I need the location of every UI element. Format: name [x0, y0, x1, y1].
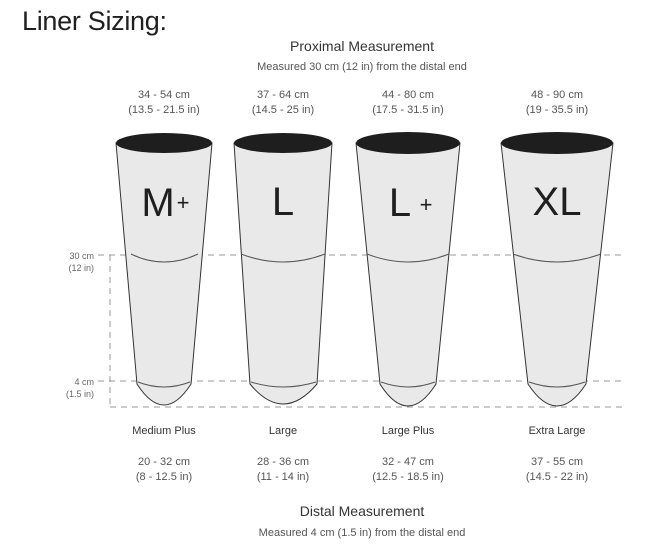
scale-upper-in: (12 in): [68, 263, 94, 273]
upper-measure-line: [130, 253, 199, 263]
lower-measure-line: [528, 381, 586, 388]
distal-in: (12.5 - 18.5 in): [372, 471, 444, 483]
size-name-m-plus: Medium Plus: [132, 425, 196, 437]
distal-cm: 32 - 47 cm: [382, 456, 434, 468]
proximal-in: (19 - 35.5 in): [525, 104, 589, 116]
liner-body: [500, 142, 614, 407]
size-name-l: Large: [268, 425, 298, 437]
distal-cm: 37 - 55 cm: [531, 456, 583, 468]
size-letter: M: [141, 181, 174, 225]
proximal-cm: 48 - 90 cm: [531, 89, 583, 101]
distal-in: (8 - 12.5 in): [135, 471, 193, 483]
liner-l: L: [233, 133, 333, 405]
proximal-cm: 37 - 64 cm: [257, 89, 309, 101]
lower-measure-line: [380, 381, 436, 388]
distal-measurement-l: 28 - 36 cm (11 - 14 in): [257, 455, 309, 485]
scale-lower-in: (1.5 in): [65, 389, 94, 399]
scale-upper-cm: 30 cm: [69, 251, 94, 261]
proximal-measurement-l-plus: 44 - 80 cm (17.5 - 31.5 in): [372, 88, 444, 118]
proximal-measurement-xl: 48 - 90 cm (19 - 35.5 in): [526, 88, 588, 118]
liner-opening: [501, 132, 613, 154]
distal-in: (14.5 - 22 in): [525, 471, 589, 483]
proximal-subheading: Measured 30 cm (12 in) from the distal e…: [257, 61, 467, 73]
size-letter: L: [389, 181, 411, 225]
liner-m-plus: M +: [115, 133, 213, 406]
lower-measure-line: [137, 381, 191, 388]
distal-measurement-xl: 37 - 55 cm (14.5 - 22 in): [526, 455, 588, 485]
size-suffix: +: [420, 192, 433, 217]
upper-measure-line: [512, 253, 602, 263]
size-letter: L: [272, 180, 294, 224]
scale-guides: [98, 254, 624, 408]
liner-body: [115, 142, 213, 406]
distal-measurement-l-plus: 32 - 47 cm (12.5 - 18.5 in): [372, 455, 444, 485]
proximal-cm: 34 - 54 cm: [138, 89, 190, 101]
upper-measure-line: [240, 253, 326, 263]
proximal-in: (13.5 - 21.5 in): [128, 104, 200, 116]
proximal-measurement-l: 37 - 64 cm (14.5 - 25 in): [252, 88, 314, 118]
liner-l-plus: L +: [355, 132, 461, 407]
liner-opening: [234, 133, 332, 153]
proximal-in: (14.5 - 25 in): [251, 104, 315, 116]
distal-cm: 20 - 32 cm: [138, 456, 190, 468]
distal-in: (11 - 14 in): [256, 471, 310, 483]
liner-body: [233, 142, 333, 405]
size-suffix: +: [177, 190, 190, 215]
scale-lower-cm: 4 cm: [74, 377, 94, 387]
distal-measurement-m-plus: 20 - 32 cm (8 - 12.5 in): [136, 455, 192, 485]
size-name-xl: Extra Large: [528, 425, 586, 437]
distal-cm: 28 - 36 cm: [257, 456, 309, 468]
lower-measure-line: [250, 381, 317, 388]
upper-measure-line: [366, 253, 450, 263]
scale-upper-label: 30 cm (12 in): [48, 250, 94, 274]
scale-lower-label: 4 cm (1.5 in): [48, 376, 94, 400]
liner-xl: XL: [500, 132, 614, 407]
distal-heading: Distal Measurement: [299, 503, 425, 519]
distal-subheading: Measured 4 cm (1.5 in) from the distal e…: [258, 527, 466, 539]
proximal-heading: Proximal Measurement: [290, 38, 434, 54]
proximal-in: (17.5 - 31.5 in): [372, 104, 444, 116]
liner-body: [355, 142, 461, 407]
proximal-measurement-m-plus: 34 - 54 cm (13.5 - 21.5 in): [128, 88, 200, 118]
liner-opening: [356, 132, 460, 154]
proximal-cm: 44 - 80 cm: [382, 89, 434, 101]
size-name-l-plus: Large Plus: [381, 425, 435, 437]
size-letter: XL: [533, 180, 582, 224]
page-title: Liner Sizing:: [22, 6, 167, 36]
liner-opening: [116, 133, 212, 153]
